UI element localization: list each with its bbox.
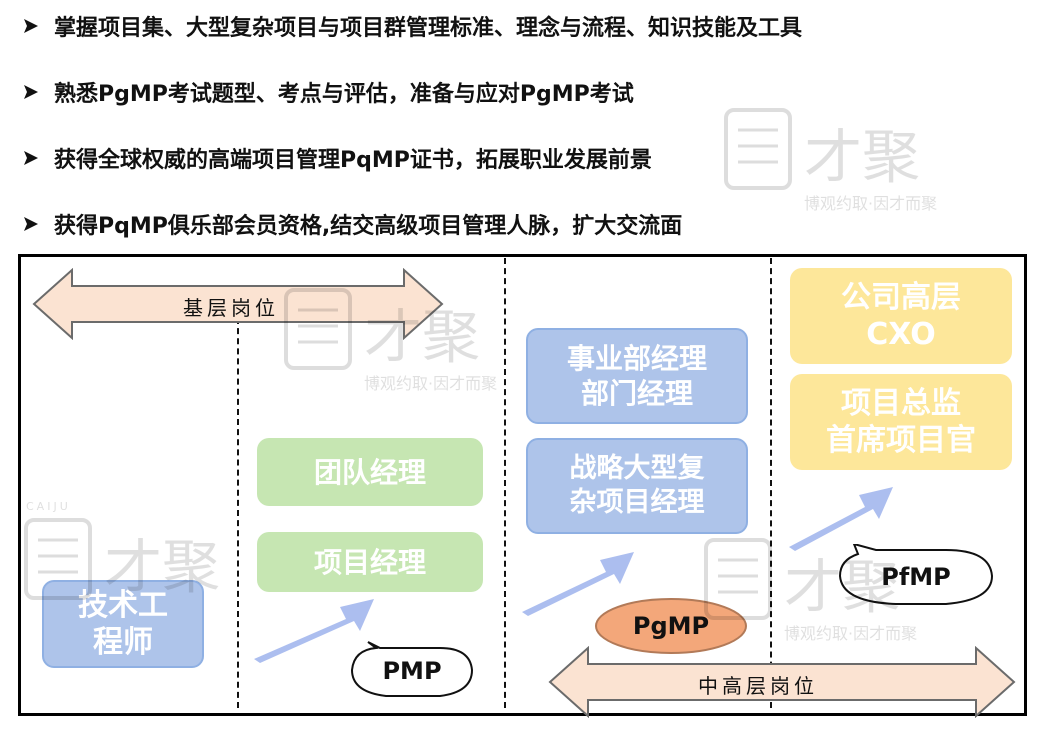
bullet-text: 获得全球权威的高端项目管理PqMP证书，拓展职业发展前景 [54, 148, 652, 173]
pgmp-label: PgMP [632, 612, 710, 640]
bullet-text: 掌握项目集、大型复杂项目与项目群管理标准、理念与流程、知识技能及工具 [54, 16, 803, 41]
watermark-brand: 才聚 [804, 123, 921, 191]
bullet-text: 熟悉PgMP考试题型、考点与评估，准备与应对PgMP考试 [54, 82, 634, 107]
tech-engineer-box: 技术工 程师 [42, 580, 204, 668]
watermark-slogan: 博观约取·因才而聚 [804, 194, 938, 213]
grassroots-label: 基层岗位 [183, 296, 279, 320]
bullet-arrow-icon [24, 151, 38, 165]
bullet-text: 获得PqMP俱乐部会员资格,结交高级项目管理人脉，扩大交流面 [54, 214, 683, 239]
bullet-arrow-icon [24, 217, 38, 231]
bullet-item: 熟悉PgMP考试题型、考点与评估，准备与应对PgMP考试 [24, 74, 634, 110]
bullet-arrow-icon [24, 19, 38, 33]
career-path-diagram [18, 254, 1027, 716]
bullet-item: 获得PqMP俱乐部会员资格,结交高级项目管理人脉，扩大交流面 [24, 206, 682, 242]
pmp-callout-shape [350, 641, 474, 697]
executives-box: 公司高层 CXO [790, 268, 1012, 364]
bullet-item: 掌握项目集、大型复杂项目与项目群管理标准、理念与流程、知识技能及工具 [24, 8, 802, 44]
bullet-item: 获得全球权威的高端项目管理PqMP证书，拓展职业发展前景 [24, 140, 652, 176]
project-manager-box: 项目经理 [257, 532, 483, 592]
pmp-label: PMP [382, 657, 442, 685]
column-divider [237, 318, 239, 708]
pfmp-label: PfMP [881, 563, 951, 591]
senior-double-arrow [548, 646, 1016, 718]
senior-label: 中高层岗位 [698, 674, 818, 698]
column-divider [770, 258, 772, 708]
pgmp-ellipse-shape [595, 598, 747, 654]
growth-arrow-icon [254, 599, 374, 663]
division-manager-box: 事业部经理 部门经理 [526, 328, 748, 424]
growth-arrow-icon [789, 487, 893, 551]
strategic-project-manager-box: 战略大型复 杂项目经理 [526, 438, 748, 534]
growth-arrow-icon [522, 552, 634, 616]
grassroots-double-arrow [32, 268, 444, 340]
pfmp-callout-shape [838, 544, 994, 605]
project-director-box: 项目总监 首席项目官 [790, 374, 1012, 470]
team-manager-box: 团队经理 [257, 438, 483, 506]
watermark-logo-icon [724, 108, 792, 190]
column-divider [504, 258, 506, 708]
watermark: 才聚 博观约取·因才而聚 [720, 90, 950, 224]
bullet-arrow-icon [24, 85, 38, 99]
